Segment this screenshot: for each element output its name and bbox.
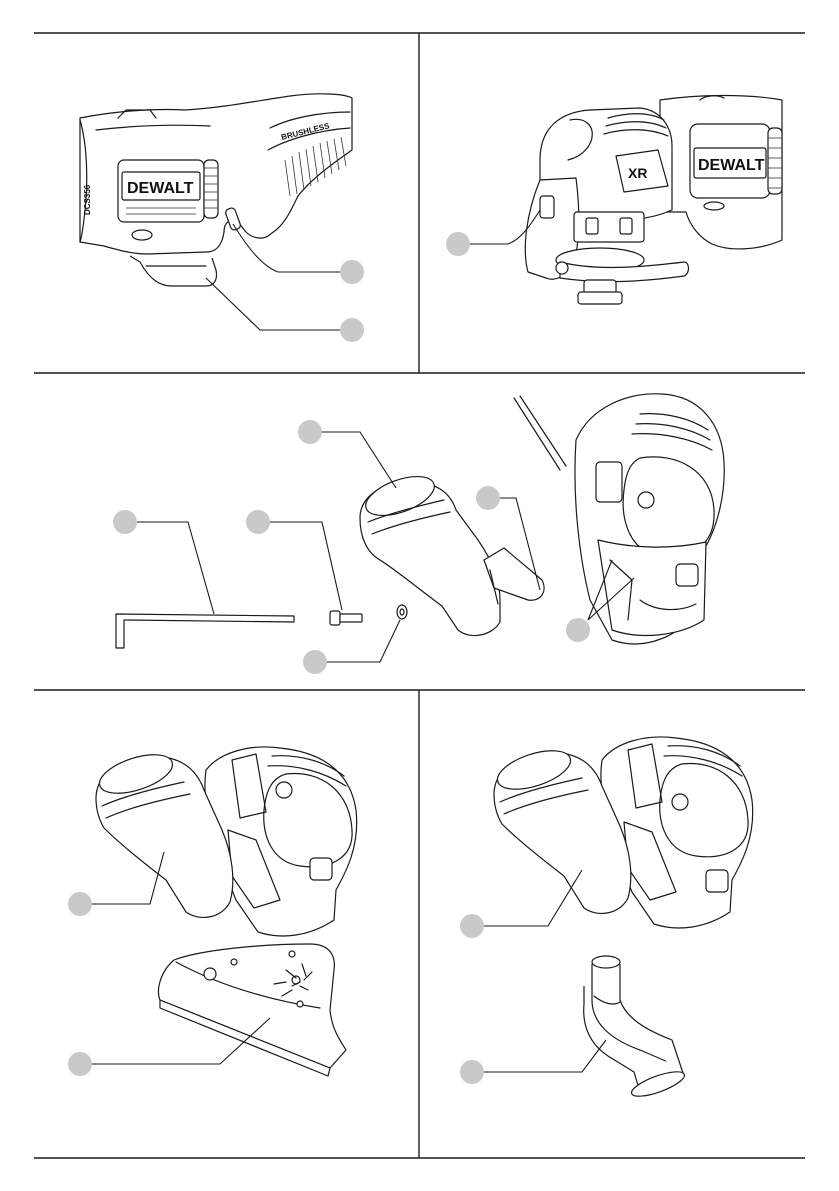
figure-b: DEWALT XR xyxy=(446,96,782,305)
hex-key xyxy=(116,614,294,648)
figure-c xyxy=(113,394,724,674)
callout-adaptor-clip xyxy=(476,486,500,510)
speed-dial-b xyxy=(768,128,782,194)
callout-washer xyxy=(303,650,327,674)
callout-extension-nozzle xyxy=(460,1060,484,1084)
brand-logo: DEWALT xyxy=(127,180,194,197)
callout-dust-adaptor xyxy=(298,420,322,444)
svg-text:XR: XR xyxy=(628,165,647,181)
callout-screw xyxy=(246,510,270,534)
extension-nozzle xyxy=(584,956,687,1101)
screw xyxy=(330,611,362,625)
nozzle-label: DCS356 xyxy=(83,184,92,215)
figure-e xyxy=(460,737,753,1101)
sanding-pad xyxy=(159,944,346,1076)
washer xyxy=(397,605,407,619)
speed-dial xyxy=(204,160,218,218)
callout-adaptor-slots xyxy=(566,618,590,642)
callout-e-adaptor xyxy=(460,914,484,938)
callout-trigger-lock xyxy=(340,260,364,284)
accessory-lever-button xyxy=(540,196,554,218)
figure-d xyxy=(68,747,357,1076)
callout-paddle-switch xyxy=(340,318,364,342)
callout-sanding-pad xyxy=(68,1052,92,1076)
figure-a: DCS356 BRUSHLESS DEWALT xyxy=(80,94,364,342)
callout-accessory-lever xyxy=(446,232,470,256)
callout-d-adaptor xyxy=(68,892,92,916)
tool-head-c xyxy=(514,394,724,644)
callout-hex-key xyxy=(113,510,137,534)
xr-badge: XR xyxy=(616,150,668,192)
dust-adaptor xyxy=(360,469,544,636)
brand-logo-b: DEWALT xyxy=(698,157,765,174)
